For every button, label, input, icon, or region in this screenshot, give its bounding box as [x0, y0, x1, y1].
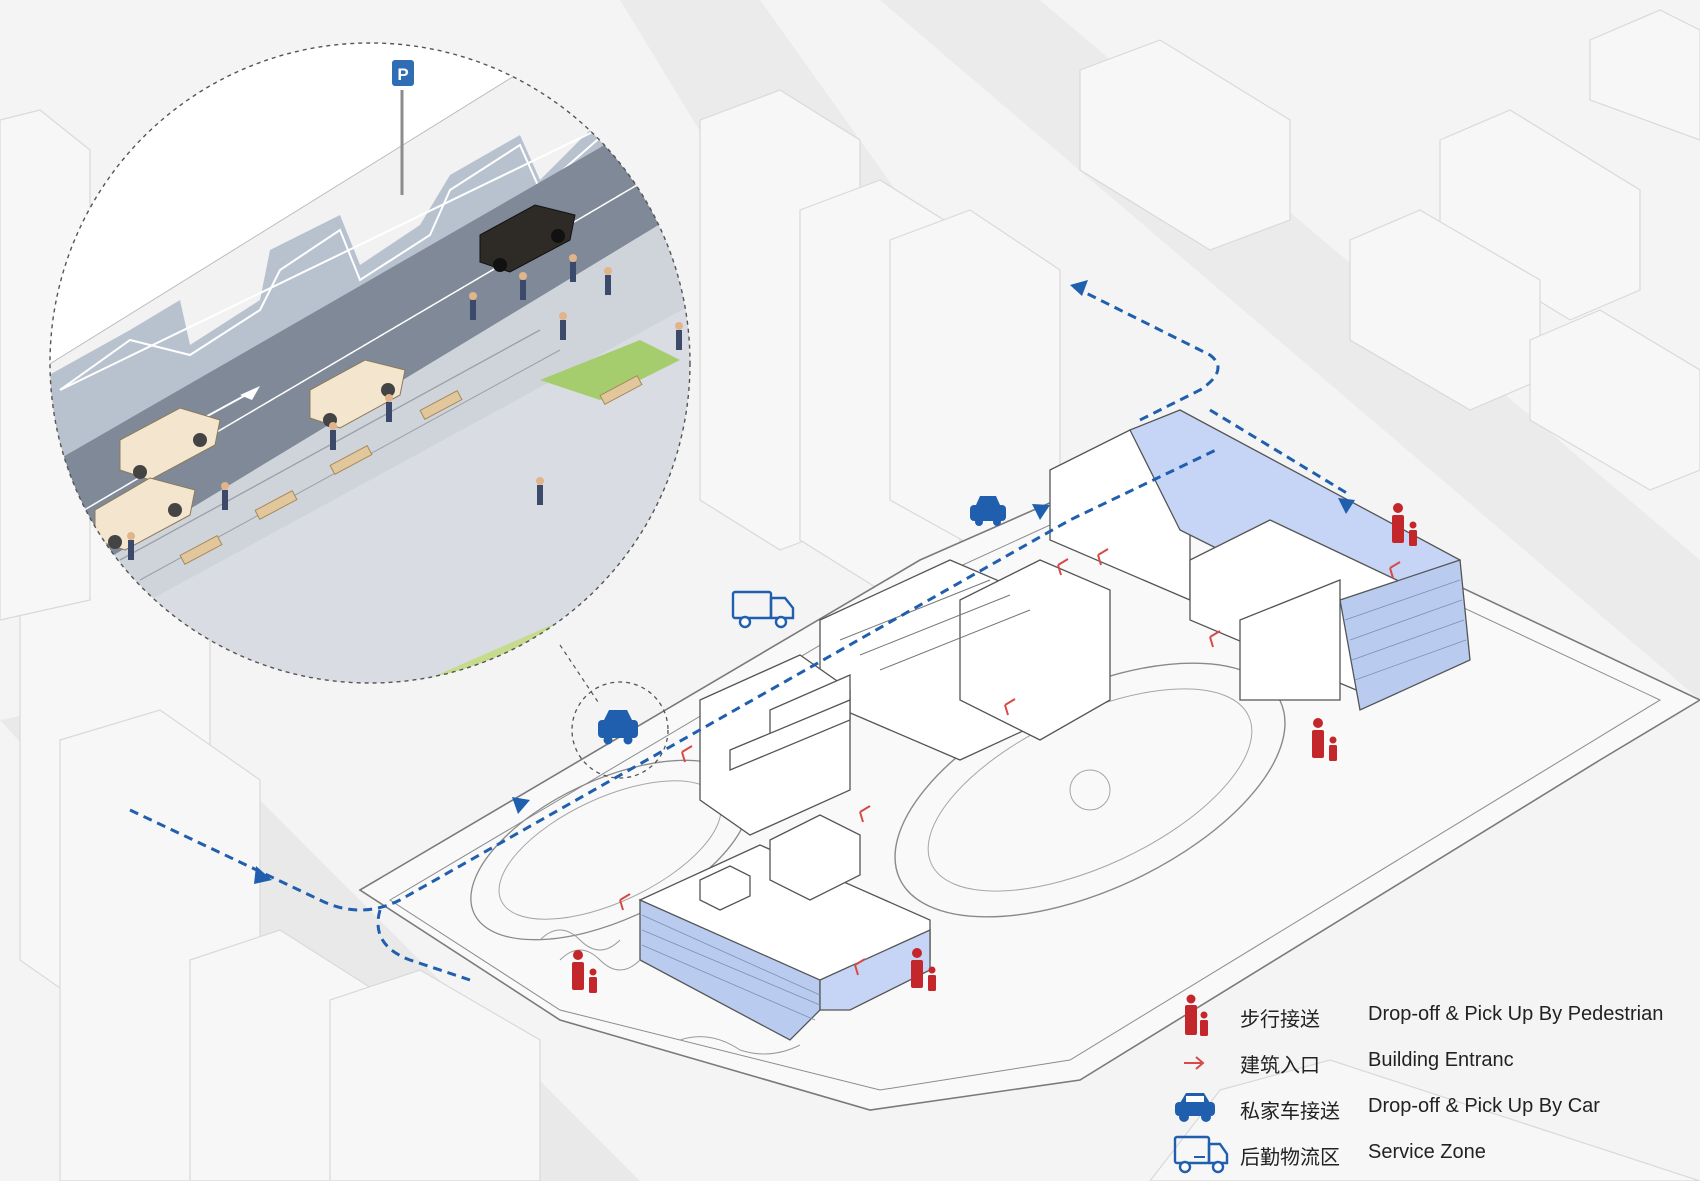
parking-sign-letter: P — [397, 65, 408, 84]
legend-row-pedestrian: 步行接送 Drop-off & Pick Up By Pedestrian — [1172, 993, 1692, 1037]
legend-cn-label: 步行接送 — [1240, 1009, 1320, 1031]
pedestrian-icon — [1392, 503, 1417, 546]
building-entrance-arrows — [619, 548, 1401, 976]
car-route-arrows — [254, 280, 1355, 884]
legend-en-label: Drop-off & Pick Up By Pedestrian — [1368, 1003, 1664, 1025]
pedestrian-icon — [1312, 718, 1337, 761]
truck-icon — [731, 590, 795, 629]
legend-cn-label: 私家车接送 — [1240, 1101, 1340, 1123]
school-site — [358, 409, 1700, 1111]
zoom-inset — [49, 42, 691, 684]
entrance-arrow-icon — [1184, 1056, 1205, 1070]
legend-cn-label: 建筑入口 — [1240, 1055, 1320, 1077]
zoom-connector — [559, 644, 669, 779]
pedestrian-icon — [572, 950, 597, 993]
car-icon — [970, 496, 1006, 526]
legend-row-truck: 后勤物流区 Service Zone — [1172, 1131, 1692, 1175]
legend-cn-label: 后勤物流区 — [1240, 1147, 1340, 1169]
pedestrian-icon — [1185, 994, 1208, 1036]
inset-car — [479, 204, 576, 273]
car-icon — [598, 710, 638, 745]
car-icon — [1175, 1093, 1215, 1122]
truck-icon — [1173, 1135, 1229, 1174]
parking-sign: P — [392, 60, 414, 86]
legend-en-label: Building Entranc — [1368, 1049, 1514, 1071]
inset-car — [119, 407, 221, 481]
legend-en-label: Service Zone — [1368, 1141, 1486, 1163]
legend-row-entrance: 建筑入口 Building Entranc — [1172, 1039, 1692, 1083]
pedestrian-icon — [911, 948, 936, 991]
legend-row-car: 私家车接送 Drop-off & Pick Up By Car — [1172, 1085, 1692, 1129]
car-route — [129, 283, 1351, 982]
legend-en-label: Drop-off & Pick Up By Car — [1368, 1095, 1600, 1117]
